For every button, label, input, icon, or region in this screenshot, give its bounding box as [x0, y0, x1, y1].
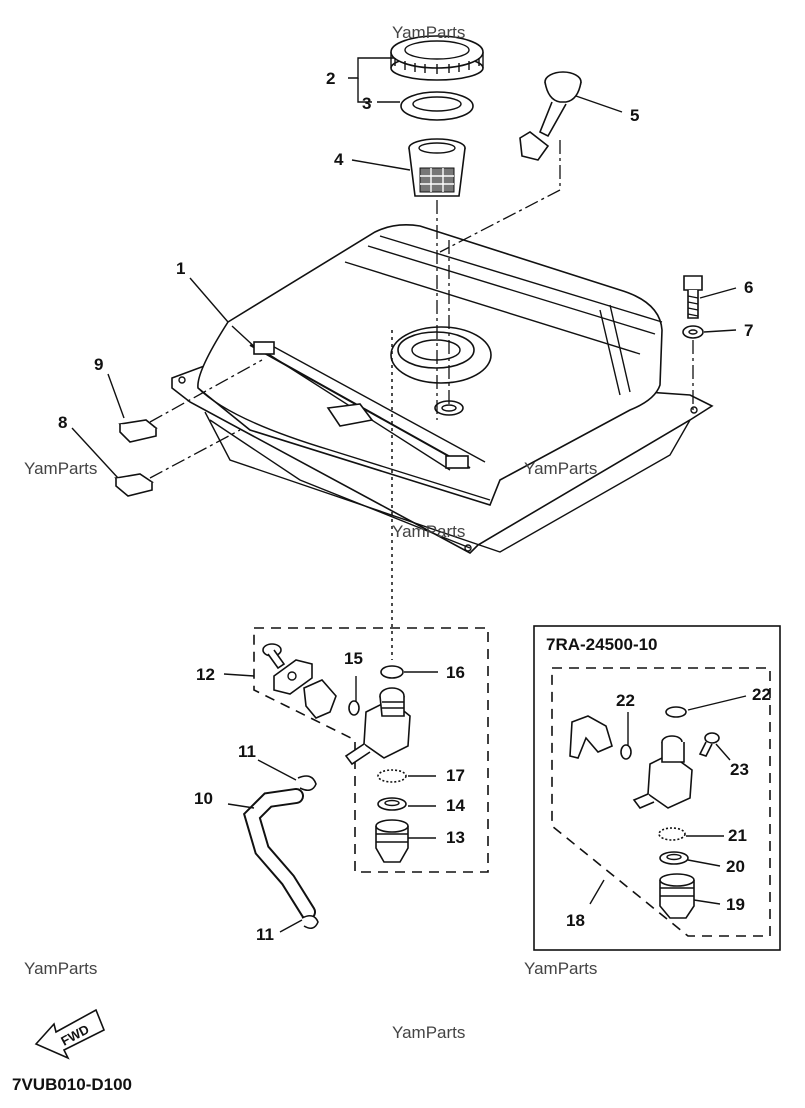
callout-7: 7	[744, 321, 753, 340]
fuel-cock-group-outline	[253, 627, 489, 873]
callout-17: 17	[446, 766, 465, 785]
fuel-tank	[171, 224, 714, 554]
callout-6: 6	[744, 278, 753, 297]
screw-23	[698, 732, 720, 757]
watermark: YamParts	[392, 1023, 465, 1042]
assembly-code: 7RA-24500-10	[546, 635, 658, 654]
assembly-outline	[551, 667, 771, 937]
callout-14: 14	[446, 796, 465, 815]
hose-clip-upper	[297, 775, 317, 792]
callout-11-upper: 11	[238, 742, 256, 761]
cock-screw	[262, 643, 286, 670]
washer-16	[380, 665, 404, 679]
cap-gasket	[400, 91, 474, 121]
callout-22-right: 22	[752, 685, 771, 704]
damper-rubber-9	[118, 419, 158, 443]
watermark: YamParts	[524, 959, 597, 978]
watermark: YamParts	[24, 459, 97, 478]
strainer-17	[377, 769, 407, 783]
fuel-filter	[408, 138, 466, 197]
o-ring-22-top	[665, 706, 687, 718]
hose-clip-lower	[301, 914, 319, 930]
mount-bolt	[683, 275, 703, 319]
watermark: YamParts	[524, 459, 597, 478]
callout-10: 10	[194, 789, 213, 808]
assembly-box	[533, 625, 781, 951]
callout-labels: 1 2 3 4 5 6 7 8 9 10 11 11 12 13 14 15 1…	[58, 69, 771, 944]
o-ring-15	[348, 700, 360, 716]
fuel-cock-body	[344, 687, 411, 766]
callout-16: 16	[446, 663, 465, 682]
callout-13: 13	[446, 828, 465, 847]
callout-2: 2	[326, 69, 335, 88]
cock-plate	[273, 659, 313, 695]
watermark: YamParts	[392, 23, 465, 42]
mount-washer	[682, 325, 704, 339]
watermark: YamParts	[392, 522, 465, 541]
cock-lever	[303, 679, 337, 719]
callout-3: 3	[362, 94, 371, 113]
callout-23: 23	[730, 760, 749, 779]
cup-13	[375, 819, 409, 863]
callout-9: 9	[94, 355, 103, 374]
leader-lines	[71, 57, 747, 933]
watermark: YamParts	[24, 959, 97, 978]
gasket-20	[659, 851, 689, 865]
callout-12: 12	[196, 665, 215, 684]
assembly-lever	[569, 715, 613, 759]
watermarks: YamParts YamParts YamParts YamParts YamP…	[24, 23, 597, 1042]
fwd-arrow-icon: FWD	[34, 1008, 106, 1060]
assembly-cock-body	[632, 735, 693, 809]
gasket-14	[377, 797, 407, 811]
callout-1: 1	[176, 259, 185, 278]
callout-4: 4	[334, 150, 344, 169]
callout-15: 15	[344, 649, 363, 668]
diagram-code: 7VUB010-D100	[12, 1075, 132, 1094]
callout-22-left: 22	[616, 691, 635, 710]
strainer-21	[658, 827, 686, 841]
callout-19: 19	[726, 895, 745, 914]
fuel-hose	[245, 790, 314, 918]
callout-8: 8	[58, 413, 67, 432]
o-ring-22-left	[620, 744, 632, 760]
callout-11-lower: 11	[256, 925, 274, 944]
callout-5: 5	[630, 106, 639, 125]
damper-rubber-8	[114, 473, 154, 497]
callout-20: 20	[726, 857, 745, 876]
fuel-gauge	[519, 71, 582, 161]
fuel-cap	[390, 35, 484, 81]
callout-18: 18	[566, 911, 585, 930]
callout-21: 21	[728, 826, 747, 845]
cup-19	[659, 873, 695, 919]
